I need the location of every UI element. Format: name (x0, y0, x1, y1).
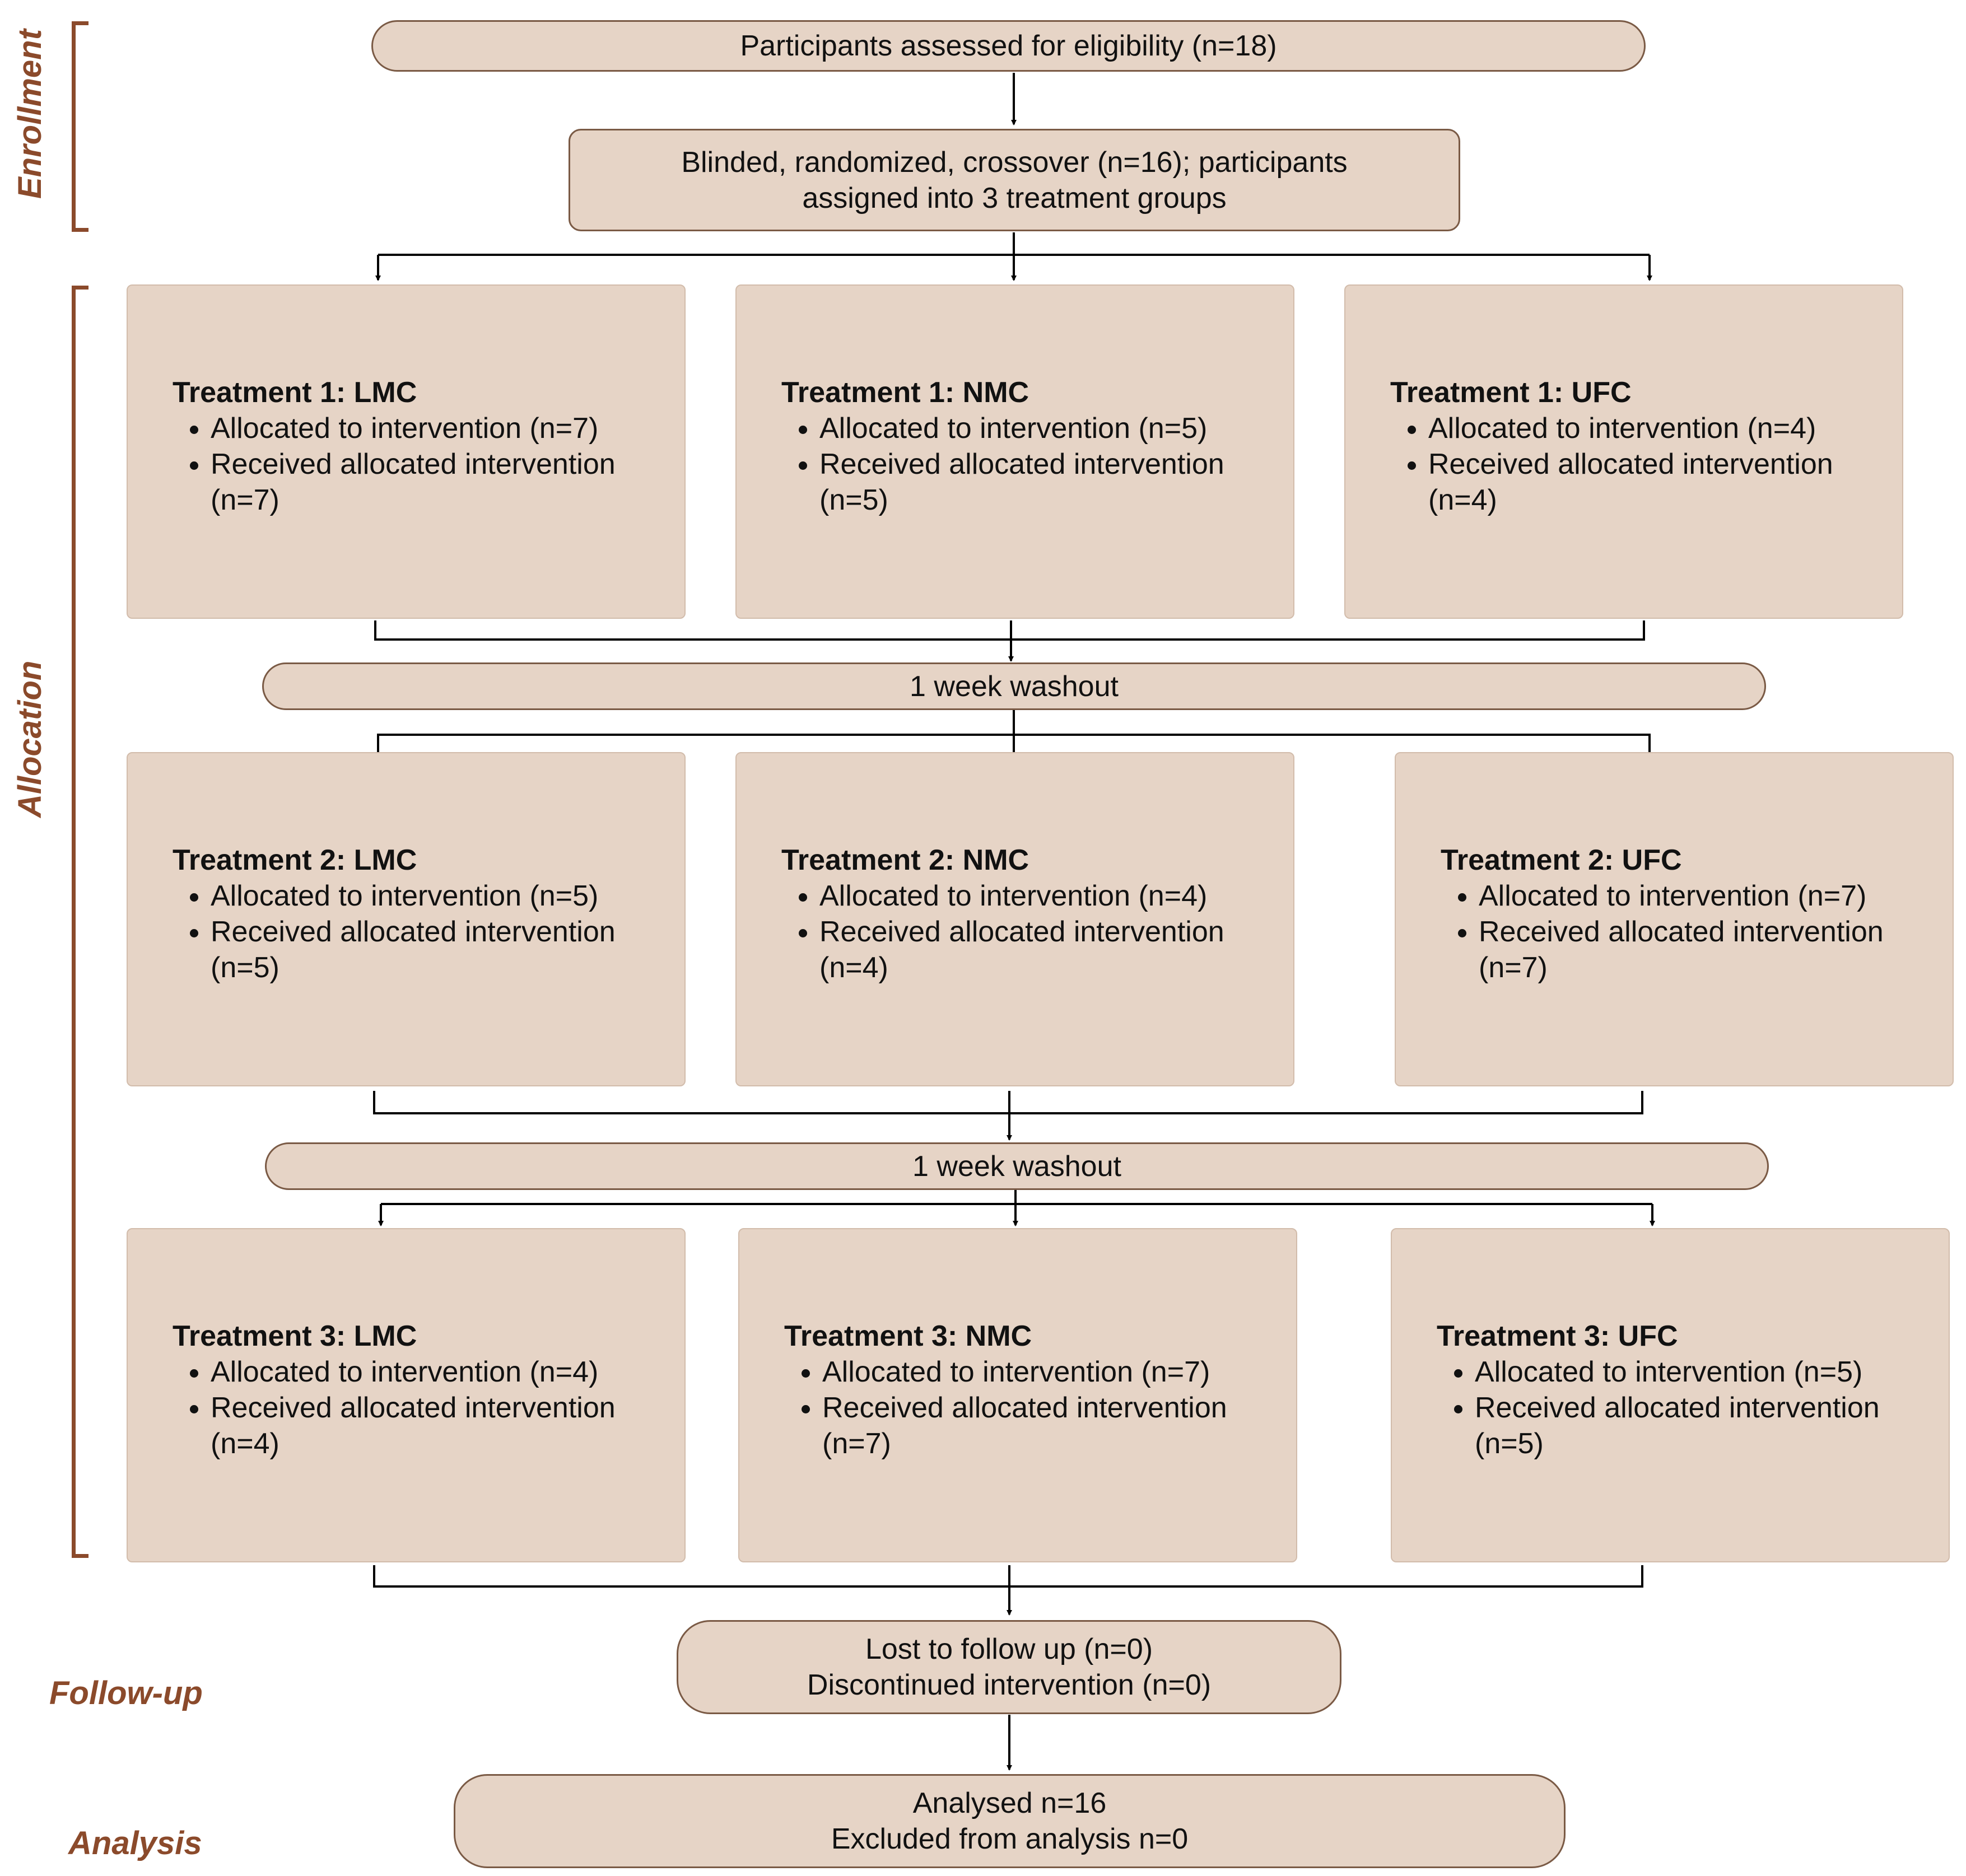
treatment-details: Allocated to intervention (n=4) Received… (173, 1354, 616, 1462)
treatment-1-ufc-box: Treatment 1: UFC Allocated to interventi… (1344, 284, 1903, 619)
treatment-title: Treatment 1: NMC (781, 376, 1029, 409)
allocated-item: Allocated to intervention (n=7) (1479, 878, 1884, 914)
discontinued-text: Discontinued intervention (n=0) (807, 1669, 1212, 1701)
treatment-title: Treatment 1: UFC (1390, 376, 1632, 409)
treatment-1-lmc-box: Treatment 1: LMC Allocated to interventi… (127, 284, 686, 619)
treatment-details: Allocated to intervention (n=7) Received… (1441, 878, 1884, 986)
treatment-details: Allocated to intervention (n=4) Received… (781, 878, 1224, 986)
stage-label-allocation: Allocation (12, 660, 48, 818)
analysed-text: Analysed n=16 (912, 1787, 1107, 1819)
allocated-item: Allocated to intervention (n=7) (211, 410, 616, 446)
treatment-title: Treatment 2: LMC (173, 843, 417, 876)
treatment-1-nmc-box: Treatment 1: NMC Allocated to interventi… (735, 284, 1294, 619)
stage-label-follow-up: Follow-up (49, 1675, 203, 1711)
received-item: Received allocated intervention(n=4) (1428, 446, 1833, 518)
allocated-item: Allocated to intervention (n=7) (822, 1354, 1227, 1390)
treatment-details: Allocated to intervention (n=5) Received… (781, 410, 1224, 518)
treatment-title: Treatment 3: NMC (784, 1319, 1032, 1352)
washout-1-text: 1 week washout (910, 670, 1119, 703)
received-item: Received allocated intervention(n=5) (1475, 1390, 1880, 1462)
washout-1-box: 1 week washout (262, 662, 1766, 710)
allocated-item: Allocated to intervention (n=5) (819, 410, 1224, 446)
treatment-title: Treatment 1: LMC (173, 376, 417, 409)
allocated-item: Allocated to intervention (n=5) (1475, 1354, 1880, 1390)
randomization-text-line1: Blinded, randomized, crossover (n=16); p… (681, 146, 1348, 179)
enrollment-bracket (72, 21, 88, 232)
treatment-title: Treatment 2: UFC (1441, 843, 1682, 876)
randomization-text-line2: assigned into 3 treatment groups (802, 181, 1227, 214)
allocated-item: Allocated to intervention (n=5) (211, 878, 616, 914)
received-item: Received allocated intervention(n=5) (819, 446, 1224, 518)
received-item: Received allocated intervention(n=7) (211, 446, 616, 518)
allocated-item: Allocated to intervention (n=4) (1428, 410, 1833, 446)
treatment-details: Allocated to intervention (n=5) Received… (1437, 1354, 1880, 1462)
stage-label-enrollment: Enrollment (12, 29, 48, 199)
excluded-text: Excluded from analysis n=0 (831, 1823, 1189, 1855)
randomization-box: Blinded, randomized, crossover (n=16); p… (569, 129, 1460, 231)
treatment-details: Allocated to intervention (n=5) Received… (173, 878, 616, 986)
received-item: Received allocated intervention(n=4) (819, 914, 1224, 986)
treatment-details: Allocated to intervention (n=7) Received… (784, 1354, 1227, 1462)
treatment-title: Treatment 3: LMC (173, 1319, 417, 1352)
analysis-box: Analysed n=16 Excluded from analysis n=0 (454, 1774, 1566, 1868)
connector-merge-1 (374, 620, 1645, 641)
treatment-details: Allocated to intervention (n=4) Received… (1390, 410, 1833, 518)
washout-2-text: 1 week washout (912, 1150, 1121, 1183)
eligibility-text: Participants assessed for eligibility (n… (740, 30, 1277, 62)
treatment-3-ufc-box: Treatment 3: UFC Allocated to interventi… (1391, 1228, 1950, 1562)
received-item: Received allocated intervention(n=4) (211, 1390, 616, 1462)
treatment-title: Treatment 2: NMC (781, 843, 1029, 876)
received-item: Received allocated intervention(n=7) (822, 1390, 1227, 1462)
treatment-title: Treatment 3: UFC (1437, 1319, 1678, 1352)
allocated-item: Allocated to intervention (n=4) (211, 1354, 616, 1390)
received-item: Received allocated intervention(n=5) (211, 914, 616, 986)
eligibility-box: Participants assessed for eligibility (n… (371, 20, 1646, 72)
lost-to-follow-up-text: Lost to follow up (n=0) (865, 1633, 1153, 1665)
treatment-2-ufc-box: Treatment 2: UFC Allocated to interventi… (1395, 752, 1954, 1086)
allocation-bracket (72, 286, 88, 1558)
received-item: Received allocated intervention(n=7) (1479, 914, 1884, 986)
treatment-2-nmc-box: Treatment 2: NMC Allocated to interventi… (735, 752, 1294, 1086)
treatment-details: Allocated to intervention (n=7) Received… (173, 410, 616, 518)
washout-2-box: 1 week washout (265, 1142, 1769, 1190)
stage-label-analysis: Analysis (68, 1825, 202, 1861)
treatment-2-lmc-box: Treatment 2: LMC Allocated to interventi… (127, 752, 686, 1086)
treatment-3-nmc-box: Treatment 3: NMC Allocated to interventi… (738, 1228, 1297, 1562)
treatment-3-lmc-box: Treatment 3: LMC Allocated to interventi… (127, 1228, 686, 1562)
follow-up-box: Lost to follow up (n=0) Discontinued int… (677, 1620, 1341, 1714)
allocated-item: Allocated to intervention (n=4) (819, 878, 1224, 914)
